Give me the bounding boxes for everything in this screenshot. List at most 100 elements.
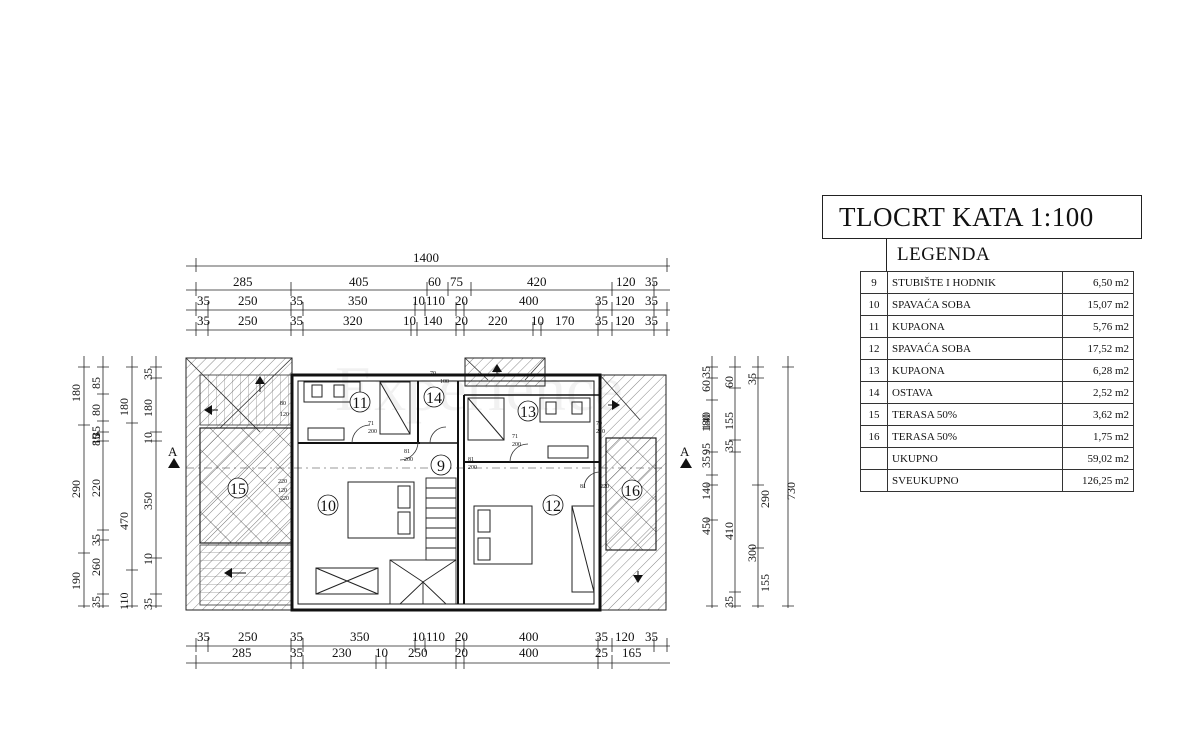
dim-label: 730 [784,482,798,500]
legend-room-number: 11 [860,315,888,338]
dim-label: 140 [423,313,443,328]
legend-room-number: 9 [860,271,888,294]
dim-row-bottom2: 285 35 230 10 250 20 400 25 165 [232,645,642,660]
dim-label: 250 [238,629,258,644]
dim-label: 405 [349,274,369,289]
dim-label: 470 [117,512,131,530]
dim-label: 400 [519,293,539,308]
room-number-11: 11 [352,395,367,412]
dim-label: 60 [722,376,736,388]
dim-label: 420 [527,274,547,289]
legend-heading: LEGENDA [886,239,1142,271]
dim-row-top3: 35 250 35 320 10 140 20 220 10 170 35 12… [197,313,658,328]
section-marker-right: A [680,444,692,468]
door-label: 81 [404,449,410,455]
dim-label: 140 [699,412,713,430]
dim-label: 35 [89,534,103,546]
dim-label: 35 [595,313,608,328]
dim-label: 85 [89,434,103,446]
dim-label: 35 [141,368,155,380]
door-dimension-labels: 80 120 71 200 81 200 220 120 100 70 81 2… [278,371,609,502]
dim-col-left3: 180 470 110 [117,398,131,610]
legend-room-number: 12 [860,337,888,360]
dim-col-left2: 85 80 35 85 10 220 35 260 35 [89,377,103,608]
dim-label: 35 [645,629,658,644]
dim-label: 140 [699,482,713,500]
legend-room-area: 6,50 m2 [1062,271,1134,294]
dim-label: 250 [238,293,258,308]
dim-label: 35 [290,293,303,308]
legend-room-number: 14 [860,381,888,404]
legend-room-name: STUBIŠTE I HODNIK [887,271,1063,294]
door-label: 71 [512,434,518,440]
dim-label: 85 [89,377,103,389]
dim-label: 35 [290,629,303,644]
legend-room-name: KUPAONA [887,359,1063,382]
dim-label: 180 [69,384,83,402]
legend-room-area: 2,52 m2 [1062,381,1134,404]
dim-label: 170 [555,313,575,328]
dim-col-right2: 60 155 35 410 300 35 [722,376,759,608]
dim-label: 120 [615,629,635,644]
dim-label: 410 [722,522,736,540]
door-label: 220 [280,496,289,502]
door-label: 80 [280,401,286,407]
legend-room-area: 15,07 m2 [1062,293,1134,316]
room-number-16: 16 [624,483,640,500]
legend-room-name: SPAVAĆA SOBA [887,337,1063,360]
legend-room-name: KUPAONA [887,315,1063,338]
dim-label: 35 [595,293,608,308]
door-label: 71 [368,421,374,427]
legend-room-number [860,469,888,492]
dim-label: 155 [758,574,772,592]
dim-label: 190 [69,572,83,590]
dim-label: 110 [426,293,445,308]
dim-label: 120 [615,293,635,308]
legend-room-number [860,447,888,470]
roof-ridge-lines [185,357,641,433]
dim-label: 10 [531,313,544,328]
dim-label: 250 [238,313,258,328]
door-label: 70 [596,421,602,427]
legend-room-area: 3,62 m2 [1062,403,1134,426]
dim-label: 60 [699,380,713,392]
door-label: 200 [368,429,377,435]
door-label: 70 [430,371,436,377]
door-label: 120 [280,412,289,418]
staircase [389,477,457,605]
dim-label: 220 [488,313,508,328]
dim-label: 450 [699,517,713,535]
dim-label: 290 [69,480,83,498]
dim-label: 350 [348,293,368,308]
dim-label: 10 [412,293,425,308]
room-number-9: 9 [437,458,445,475]
dim-col-right1: 35 60 140 180 95 35 140 450 [699,366,713,535]
dim-label: 320 [343,313,363,328]
drawing-title: TLOCRT KATA 1:100 [822,195,1142,239]
dim-label: 75 [450,274,463,289]
dim-label: 35 [699,456,713,468]
dim-label: 25 [595,645,608,660]
room-number-12: 12 [545,498,561,515]
dim-col-right3: 35 290 155 [745,373,772,592]
dim-label: 35 [290,645,303,660]
legend-room-name: SPAVAĆA SOBA [887,293,1063,316]
door-label: 220 [600,484,609,490]
dim-label: 350 [350,629,370,644]
room-number-10: 10 [320,498,336,515]
dim-label: 35 [89,596,103,608]
dim-label: 10 [375,645,388,660]
bed-room-12 [473,505,595,593]
legend-room-area: 126,25 m2 [1062,469,1134,492]
dim-label: 35 [645,293,658,308]
dim-label: 120 [615,313,635,328]
dim-label: 20 [455,629,468,644]
room-numbers: 9 10 11 12 13 14 15 16 [230,390,640,515]
section-label-right: A [680,444,690,459]
dim-label: 35 [722,440,736,452]
room-labels [227,386,643,516]
